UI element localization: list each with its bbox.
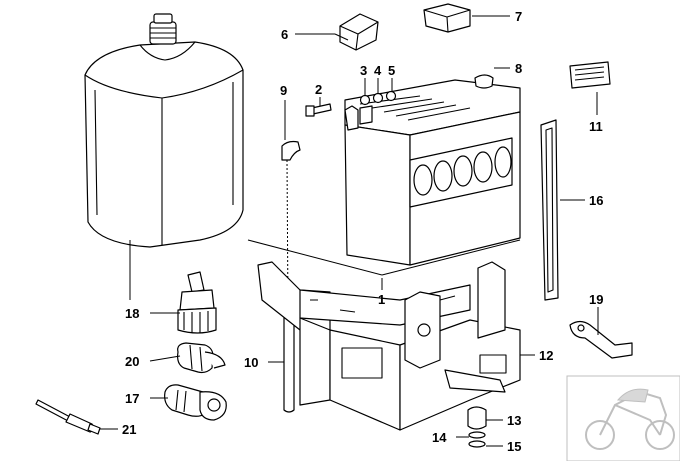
callout-4: 4 (374, 63, 382, 78)
washer-part-4 (372, 92, 384, 104)
battery-part (344, 74, 521, 266)
callout-9: 9 (280, 83, 287, 98)
callout-6: 6 (281, 27, 288, 42)
callout-8: 8 (515, 61, 522, 76)
connector-part (164, 384, 227, 421)
warning-label-part (569, 61, 611, 89)
callout-16: 16 (589, 193, 603, 208)
callout-15: 15 (507, 439, 521, 454)
callout-labels: 1 2 3 4 5 6 7 8 9 10 11 12 13 14 15 16 1… (122, 9, 603, 454)
bracket-part (569, 320, 633, 359)
terminal-cover-part (339, 13, 379, 51)
nut-part-5 (385, 90, 397, 102)
callout-10: 10 (244, 355, 258, 370)
callout-11: 11 (589, 119, 603, 134)
callout-2: 2 (315, 82, 322, 97)
battery-tray-part (257, 261, 521, 431)
cover-cap-part (423, 3, 471, 33)
callout-7: 7 (515, 9, 522, 24)
callout-13: 13 (507, 413, 521, 428)
holding-strap-part (540, 119, 559, 301)
motorcycle-watermark-icon (566, 375, 680, 461)
bolt-part (305, 103, 332, 117)
washer-part-3 (359, 94, 371, 106)
canister-part (84, 13, 244, 248)
callout-17: 17 (125, 391, 139, 406)
callout-21: 21 (122, 422, 136, 437)
leader-lines (100, 15, 599, 447)
callout-5: 5 (388, 63, 395, 78)
callout-1: 1 (378, 292, 385, 307)
callout-14: 14 (432, 430, 447, 445)
terminal-clamp-part (344, 105, 359, 131)
nozzle-fitting-part (177, 271, 217, 334)
probe-part (35, 399, 101, 435)
hose-clamp-part (177, 342, 226, 374)
callout-12: 12 (539, 348, 553, 363)
callout-19: 19 (589, 292, 603, 307)
callout-3: 3 (360, 63, 367, 78)
rubber-mount-part (467, 406, 487, 448)
callout-18: 18 (125, 306, 139, 321)
callout-20: 20 (125, 354, 139, 369)
vent-hose-part (281, 140, 301, 413)
